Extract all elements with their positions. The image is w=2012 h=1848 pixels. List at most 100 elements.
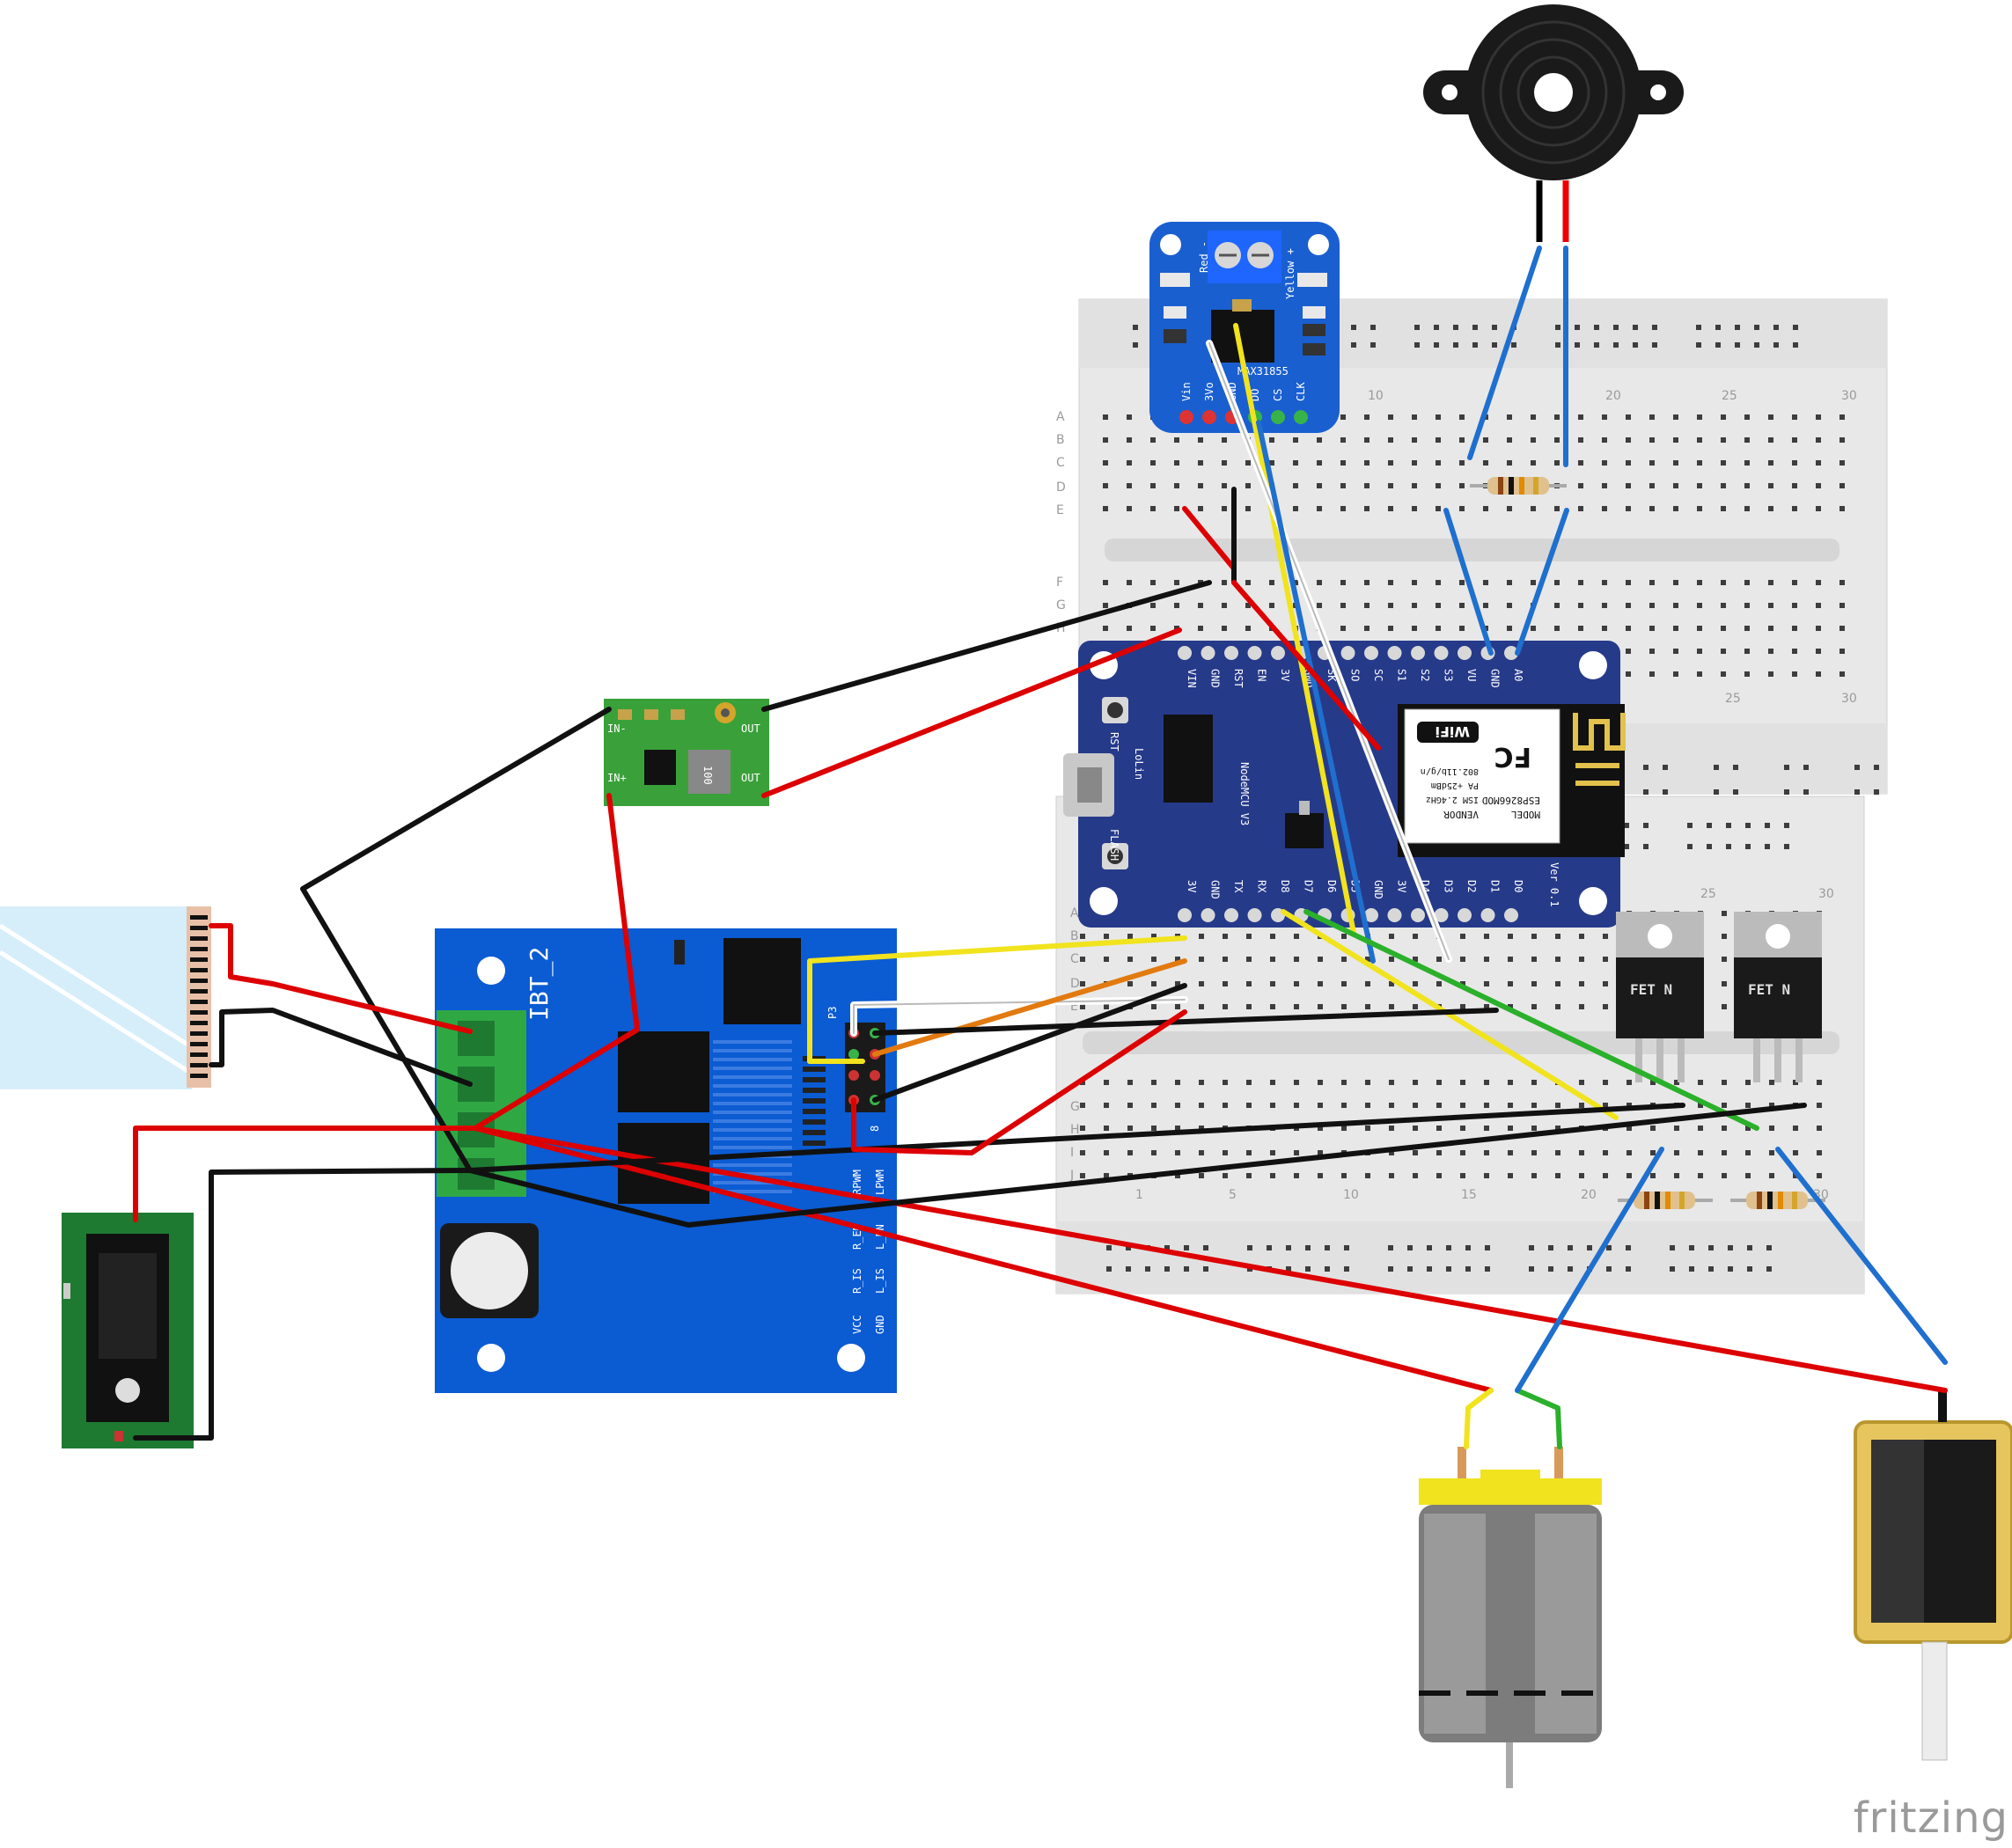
breadboard-hole bbox=[1270, 1080, 1275, 1085]
breadboard-hole bbox=[1697, 603, 1702, 608]
breadboard-hole bbox=[1459, 506, 1465, 511]
breadboard-hole bbox=[1792, 460, 1797, 466]
breadboard-hole bbox=[1245, 506, 1251, 511]
breadboard-hole bbox=[1721, 414, 1726, 420]
col-label-10b: 10 bbox=[1343, 1188, 1359, 1202]
breadboard-hole bbox=[1722, 1004, 1727, 1009]
breadboard-hole bbox=[1365, 1103, 1370, 1108]
breadboard-hole bbox=[1246, 957, 1252, 962]
brand-label: LoLin bbox=[1133, 748, 1145, 780]
breadboard-hole bbox=[1649, 671, 1655, 677]
breadboard-hole bbox=[1733, 765, 1738, 770]
probe-rib bbox=[190, 957, 208, 962]
mcu-pin bbox=[1224, 908, 1238, 922]
breadboard-hole bbox=[1151, 1126, 1157, 1131]
breadboard-hole bbox=[1436, 437, 1441, 443]
breadboard-hole bbox=[1222, 483, 1227, 488]
mcu-pin bbox=[1434, 646, 1449, 660]
smd-part bbox=[803, 1088, 826, 1093]
mosfet-1-label: FET N bbox=[1630, 981, 1672, 998]
breadboard-hole bbox=[1365, 957, 1370, 962]
breadboard-hole bbox=[1436, 460, 1441, 466]
mcu-pin bbox=[1364, 646, 1378, 660]
breadboard-hole bbox=[1340, 506, 1346, 511]
mcu-top-pin-label: S1 bbox=[1396, 669, 1408, 681]
breadboard-hole bbox=[1246, 1103, 1252, 1108]
breadboard-hole bbox=[1340, 603, 1346, 608]
breadboard-hole bbox=[1603, 1080, 1608, 1085]
mcu-pin bbox=[1411, 908, 1425, 922]
breadboard-hole bbox=[1199, 1103, 1204, 1108]
col-label-20: 20 bbox=[1605, 389, 1621, 403]
breadboard-hole bbox=[1317, 460, 1322, 466]
breadboard-hole bbox=[1744, 483, 1750, 488]
breadboard-hole bbox=[1715, 342, 1721, 348]
row-label-i2: I bbox=[1070, 1146, 1074, 1160]
breadboard-hole bbox=[1784, 789, 1789, 795]
breadboard-hole bbox=[1768, 649, 1773, 654]
breadboard-hole bbox=[1507, 506, 1512, 511]
mosfet-2: FET N bbox=[1734, 912, 1822, 1082]
breadboard-hole bbox=[1344, 1245, 1349, 1250]
breadboard-hole bbox=[1626, 460, 1631, 466]
breadboard-hole bbox=[1223, 1103, 1228, 1108]
breadboard-hole bbox=[1744, 437, 1750, 443]
breadboard-hole bbox=[1673, 580, 1678, 585]
breadboard-hole bbox=[1104, 1080, 1109, 1085]
breadboard-hole bbox=[1721, 671, 1726, 677]
esp-pa: PA +25dBm bbox=[1431, 781, 1479, 790]
breadboard-hole bbox=[1223, 1080, 1228, 1085]
breadboard-hole bbox=[1769, 1173, 1774, 1178]
breadboard-hole bbox=[1673, 483, 1678, 488]
buck-pin-in-minus: IN- bbox=[607, 722, 627, 735]
pin-l-is: L_IS bbox=[874, 1268, 886, 1294]
breadboard-hole bbox=[1555, 325, 1560, 330]
breadboard-hole bbox=[1294, 1173, 1299, 1178]
breadboard-hole bbox=[1697, 506, 1702, 511]
mcu-top-pin-label: SO bbox=[1349, 669, 1362, 681]
mcu-pin bbox=[1411, 646, 1425, 660]
breadboard-hole bbox=[1554, 414, 1560, 420]
breadboard-hole bbox=[1839, 437, 1845, 443]
breadboard-hole bbox=[1697, 460, 1702, 466]
breadboard-hole bbox=[1744, 626, 1750, 631]
mcu-bottom-pin-label: 3V bbox=[1396, 880, 1408, 892]
breadboard-hole bbox=[1484, 1173, 1489, 1178]
breadboard-hole bbox=[1364, 626, 1369, 631]
breadboard-hole bbox=[1340, 414, 1346, 420]
breadboard-hole bbox=[1722, 1150, 1727, 1155]
breadboard-hole bbox=[1446, 1266, 1451, 1272]
breadboard-hole bbox=[1127, 934, 1133, 939]
breadboard-hole bbox=[1721, 506, 1726, 511]
breadboard-hole bbox=[1578, 580, 1583, 585]
breadboard-hole bbox=[1816, 580, 1821, 585]
breadboard-hole bbox=[1507, 460, 1512, 466]
breadboard-hole bbox=[1175, 1126, 1180, 1131]
mcu-top-pin-label: RST bbox=[1232, 669, 1245, 688]
mcu-pin bbox=[1504, 646, 1518, 660]
breadboard-hole bbox=[1459, 603, 1465, 608]
breadboard-hole bbox=[1198, 483, 1203, 488]
breadboard-hole bbox=[1127, 414, 1132, 420]
breadboard-hole bbox=[1652, 342, 1657, 348]
mcu-top-pin-label: A0 bbox=[1512, 669, 1524, 681]
breadboard-hole bbox=[1080, 1173, 1085, 1178]
breadboard-hole bbox=[1579, 1173, 1584, 1178]
breadboard-hole bbox=[1579, 1080, 1584, 1085]
row-label-d2: D bbox=[1070, 977, 1080, 991]
smd-part bbox=[803, 1098, 826, 1104]
thermocouple-probe bbox=[0, 906, 211, 1089]
row-label-h2: H bbox=[1070, 1123, 1080, 1137]
breadboard-hole bbox=[1722, 1173, 1727, 1178]
probe-rib bbox=[190, 926, 208, 930]
breadboard-hole bbox=[1816, 437, 1821, 443]
breadboard-hole bbox=[1389, 934, 1394, 939]
breadboard-hole bbox=[1269, 603, 1274, 608]
breadboard-hole bbox=[1745, 823, 1751, 828]
resistor-1 bbox=[1470, 477, 1567, 495]
breadboard-hole bbox=[1389, 981, 1394, 986]
breadboard-hole bbox=[1222, 603, 1227, 608]
breadboard-hole bbox=[1436, 1080, 1442, 1085]
breadboard-hole bbox=[1626, 1173, 1632, 1178]
